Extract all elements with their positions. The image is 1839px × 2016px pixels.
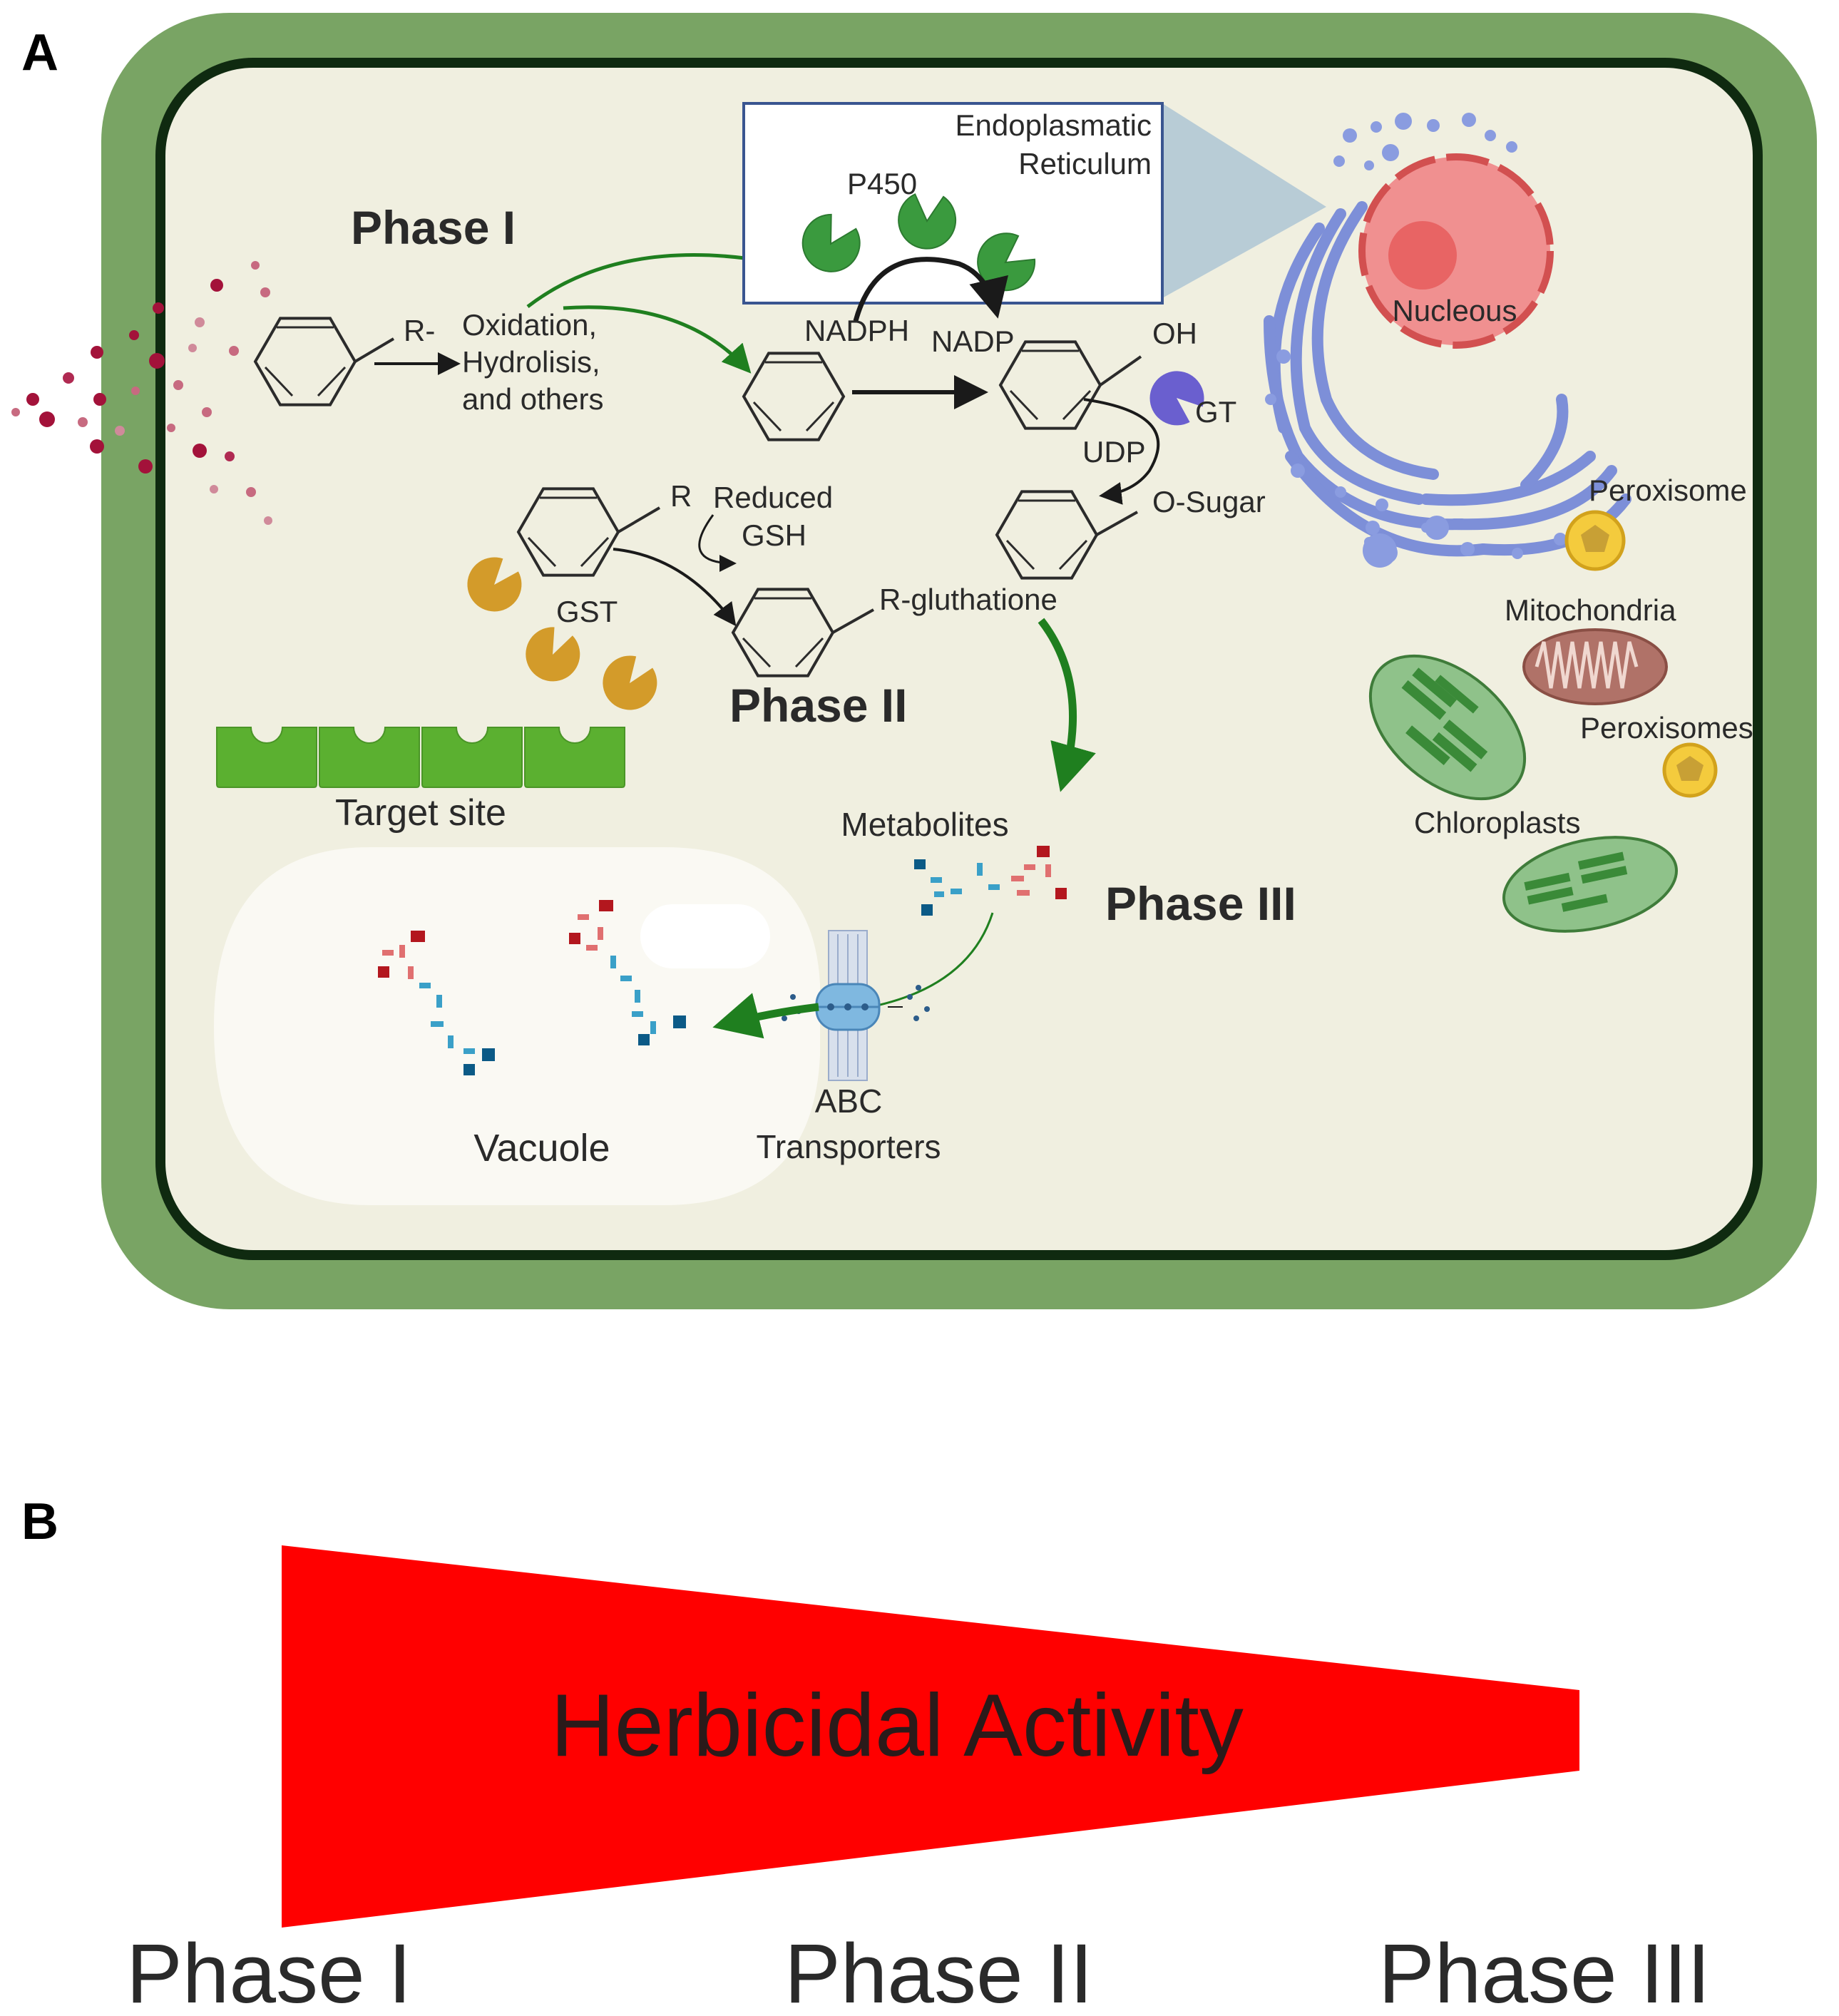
reduced-label: Reduced [713, 481, 833, 514]
vacuole-metabolites [378, 900, 686, 1075]
er-label-line2: Reticulum [1018, 147, 1152, 180]
phase-2-title: Phase II [729, 679, 907, 732]
phase-1-axis-label: Phase I [126, 1927, 411, 2016]
udp-arrow [1083, 398, 1160, 505]
o-sugar-label: O-Sugar [1152, 485, 1266, 518]
gt-label: GT [1195, 395, 1236, 429]
nadph-nadp-arrow [853, 257, 1008, 322]
gluthatione-bond [832, 608, 874, 634]
metabolite-molecules [914, 846, 1067, 916]
chloroplast-2 [1502, 836, 1679, 933]
activity-label: Herbicidal Activity [550, 1677, 1244, 1775]
gst-label: GST [556, 595, 618, 628]
chloroplasts-label: Chloroplasts [1414, 806, 1580, 839]
er-label-line1: Endoplasmatic [956, 108, 1152, 142]
arrow-into-vacuole [712, 993, 819, 1039]
er-inset-box [742, 102, 1164, 305]
vacuole-label: Vacuole [473, 1127, 610, 1170]
mitochondria-cristae [1535, 641, 1639, 689]
gsh-label: GSH [742, 518, 806, 552]
r-bond-2 [617, 506, 661, 533]
oxidation-label: Oxidation, [462, 308, 597, 342]
p450-label: P450 [847, 167, 917, 200]
oh-label: OH [1152, 317, 1197, 350]
peroxisome-2-core [1676, 756, 1704, 781]
oh-bond [1099, 355, 1142, 387]
udp-label: UDP [1082, 435, 1146, 469]
r-substituent-label: R- [404, 314, 435, 347]
arrow-to-metabolites [1038, 618, 1096, 792]
nadp-label: NADP [931, 324, 1015, 358]
phase-2-axis-label: Phase II [784, 1927, 1093, 2016]
mitochondria [1522, 628, 1668, 705]
arrow-to-transporter [876, 912, 994, 1007]
arrow-to-er [526, 244, 777, 308]
nucleous-label: Nucleous [1392, 294, 1517, 327]
gsh-arrow [698, 514, 737, 572]
phase-3-axis-label: Phase III [1378, 1927, 1711, 2016]
phase-1-title: Phase I [351, 201, 516, 254]
r-label: R [670, 479, 692, 513]
peroxisomes-label: Peroxisomes [1580, 711, 1753, 745]
arrow-to-product [563, 305, 752, 374]
vesicle-large-2 [1425, 516, 1449, 540]
peroxisome-label: Peroxisome [1589, 474, 1747, 507]
r-bond [354, 337, 395, 363]
nucleolus [1388, 221, 1457, 290]
vesicle-large-1 [1363, 533, 1397, 568]
abc-label-line2: Transporters [756, 1128, 941, 1165]
activity-wedge [282, 1545, 1579, 1928]
target-site-label: Target site [335, 792, 506, 834]
abc-transporter [782, 930, 930, 1081]
endoplasmic-reticulum [1264, 201, 1631, 557]
r-gluthatione-label: R-gluthatione [879, 583, 1057, 616]
herbicide-particles [11, 261, 272, 525]
hydrolysis-label: Hydrolisis, [462, 345, 600, 379]
peroxisome-1-core [1581, 525, 1609, 552]
metabolites-label: Metabolites [841, 806, 1008, 843]
abc-label-line1: ABC [815, 1083, 883, 1120]
mitochondria-label: Mitochondria [1505, 593, 1676, 627]
o-sugar-bond [1096, 511, 1138, 536]
phase-3-title: Phase III [1105, 877, 1296, 930]
nadph-label: NADPH [804, 314, 909, 347]
panel-b-label: B [21, 1493, 58, 1550]
panel-a-label: A [21, 24, 58, 81]
conjugation-arrow [613, 548, 737, 627]
and-others-label: and others [462, 382, 603, 416]
er-zoom-wedge [1162, 103, 1326, 298]
vacuole-highlight [640, 904, 770, 968]
chloroplast-1 [1368, 654, 1527, 801]
